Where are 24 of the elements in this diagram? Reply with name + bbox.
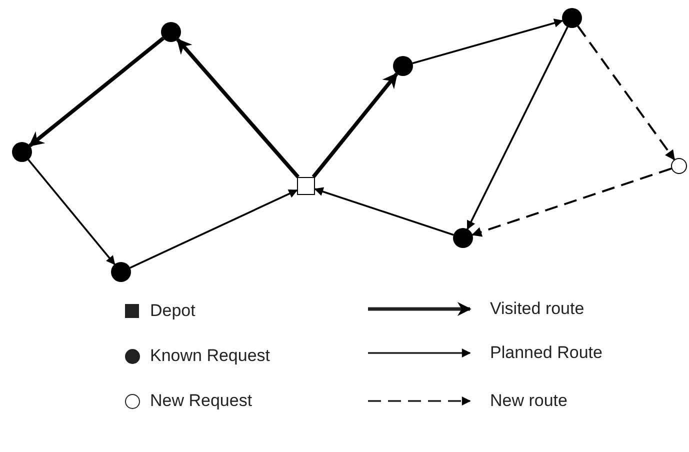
- arrow: [466, 26, 568, 230]
- arrow: [28, 36, 164, 148]
- legend-label: New route: [490, 391, 568, 411]
- arrow: [312, 72, 398, 178]
- known-request-dot: [393, 56, 413, 76]
- arrow: [130, 189, 298, 269]
- legend-label: Planned Route: [490, 343, 602, 363]
- dashed-arrow: [472, 168, 672, 237]
- arrow: [314, 187, 454, 236]
- legend-label: Known Request: [150, 346, 270, 366]
- new-request-circle: [671, 158, 687, 174]
- legend-label: Depot: [150, 301, 196, 321]
- known-request-dot: [12, 142, 32, 162]
- legend-label: New Request: [150, 391, 252, 411]
- arrow: [412, 18, 564, 64]
- known-request-dot: [562, 8, 582, 28]
- known-request-dot: [161, 22, 181, 42]
- arrow: [28, 159, 116, 265]
- known-request-dot: [453, 228, 473, 248]
- known-request-dot: [111, 262, 131, 282]
- legend-label: Visited route: [490, 299, 584, 319]
- arrow: [176, 38, 300, 178]
- dashed-arrow: [577, 26, 676, 160]
- depot-square: [297, 177, 315, 195]
